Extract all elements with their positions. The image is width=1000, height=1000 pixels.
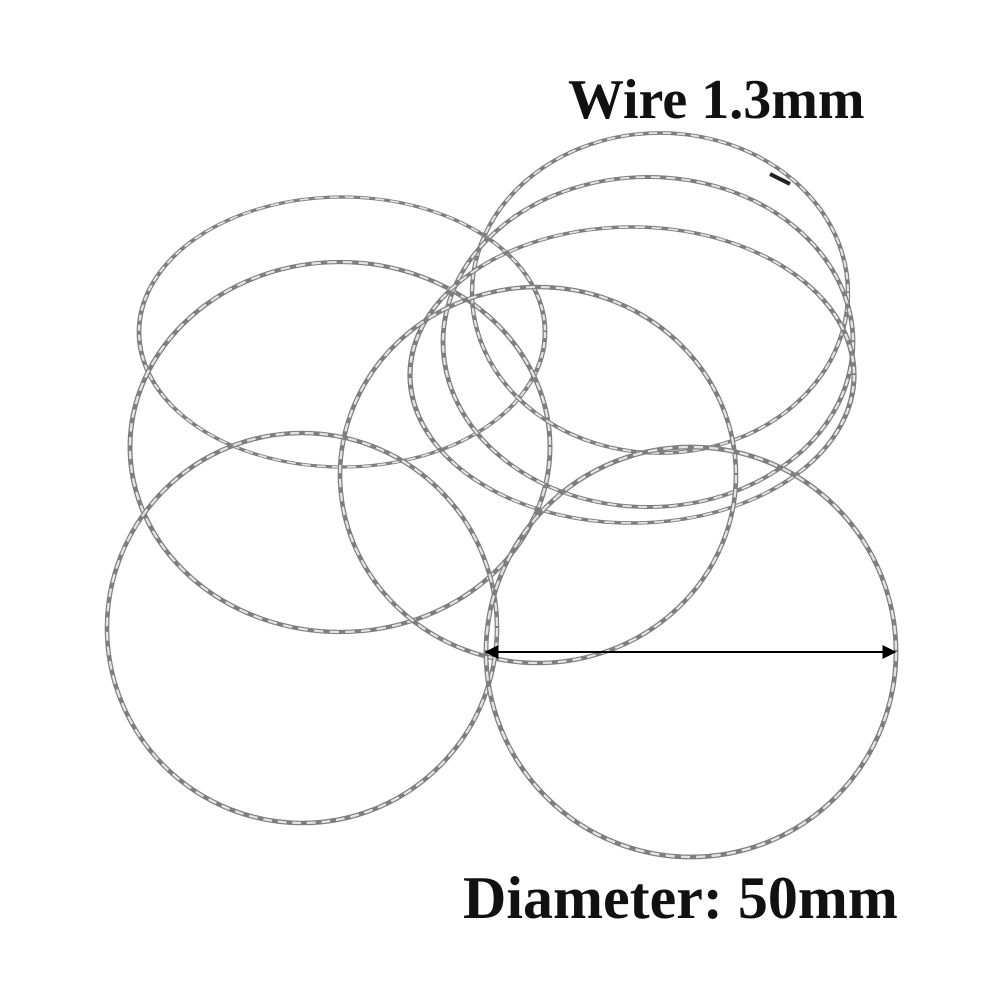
ring — [410, 227, 854, 523]
ring-joint-mark — [769, 172, 791, 186]
ring — [472, 133, 848, 453]
diameter-label: Diameter: 50mm — [463, 865, 898, 931]
wire-thickness-label: Wire 1.3mm — [568, 69, 865, 131]
ring — [340, 287, 736, 663]
